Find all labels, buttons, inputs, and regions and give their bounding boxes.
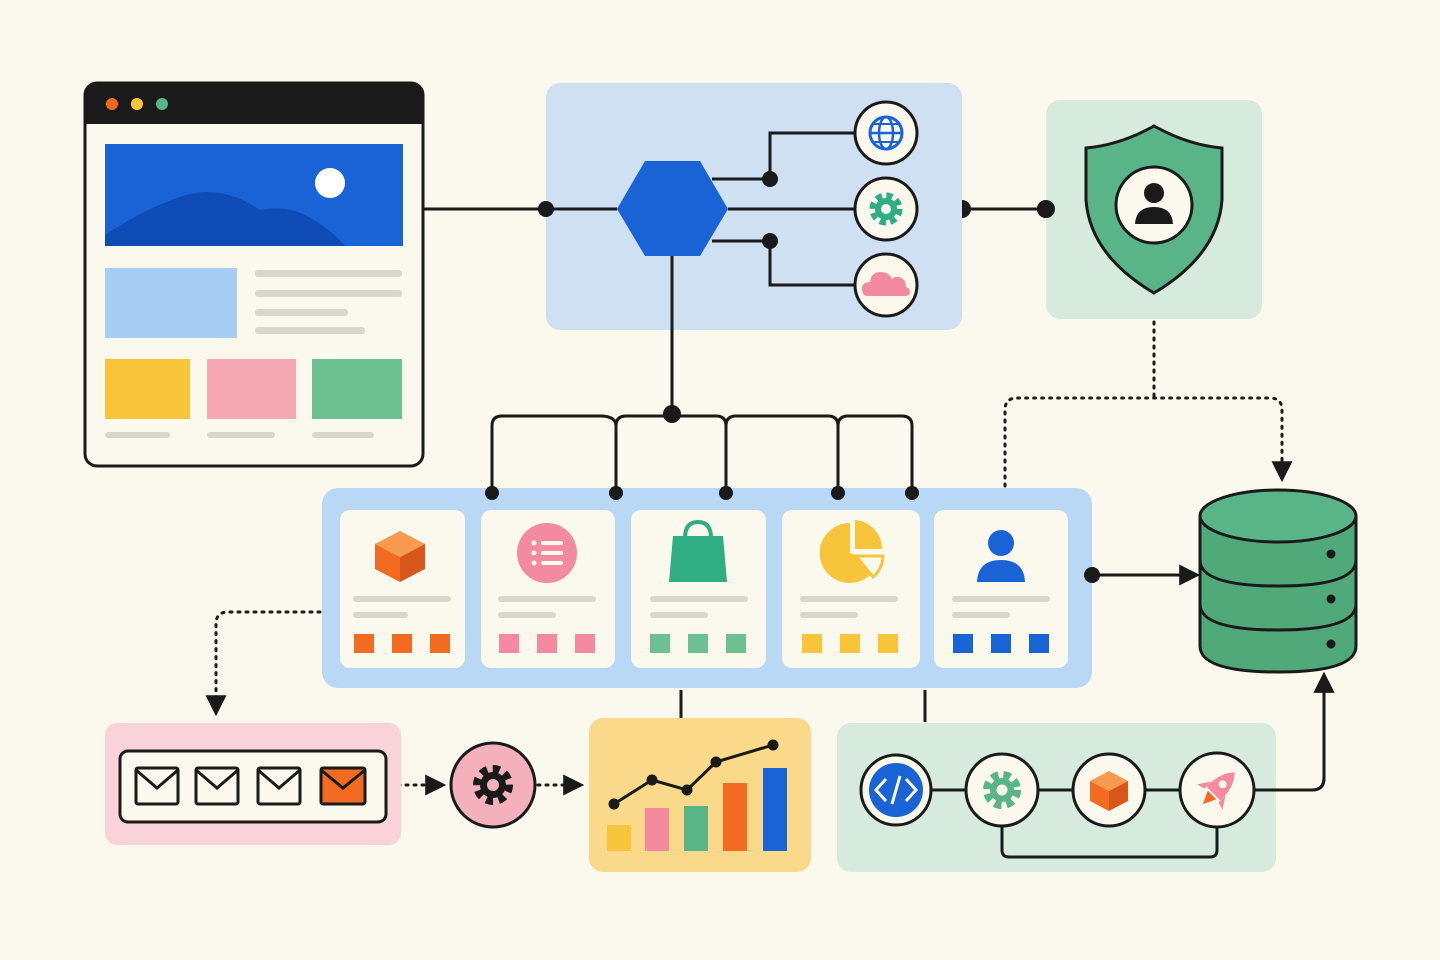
window-maximize-dot [156,98,168,110]
service-card-analytics [782,510,920,668]
services-strip [322,486,1100,688]
tile-yellow [105,359,190,419]
reporting-panel [589,718,811,872]
window-minimize-dot [131,98,143,110]
bus-center-right [724,414,840,493]
code-icon [859,753,933,827]
service-card-shop [631,510,766,668]
pie-chart-icon [819,520,885,583]
shopping-bag-icon [669,519,727,582]
bar-chart-icon [607,739,787,851]
service-card-inventory [340,510,465,668]
message-queue-panel [105,723,401,845]
gear-icon [853,176,919,242]
bus-center-left [614,414,728,493]
cube-icon [375,531,425,582]
bus-right [836,414,914,493]
content-block [105,268,237,338]
service-card-users [934,510,1068,668]
web-client-window [83,81,425,468]
api-gateway-panel [538,83,962,330]
gear-icon [964,752,1040,828]
tile-green [312,359,402,419]
tile-pink [207,359,296,419]
user-icon [977,530,1025,582]
service-card-lists [481,510,615,668]
database-icon [1198,488,1358,674]
globe-icon [853,100,919,166]
edge-ci-database [1276,671,1335,792]
envelope-icon [256,766,302,806]
ci-pipeline-panel [837,723,1276,872]
hexagon-icon [617,161,728,256]
bus-left [490,414,618,493]
envelope-icon-active [319,766,367,806]
cloud-icon [853,252,919,318]
window-close-dot [106,98,118,110]
edge-services-queue [205,610,322,717]
cube-icon [1071,752,1147,828]
hero-image-icon [105,144,403,246]
rocket-icon [1178,751,1256,829]
envelope-icon [134,766,180,806]
queue-processor [449,741,537,829]
list-icon [517,523,577,583]
envelope-icon [194,766,240,806]
auth-security-panel [1037,100,1262,319]
gear-icon [473,765,513,805]
